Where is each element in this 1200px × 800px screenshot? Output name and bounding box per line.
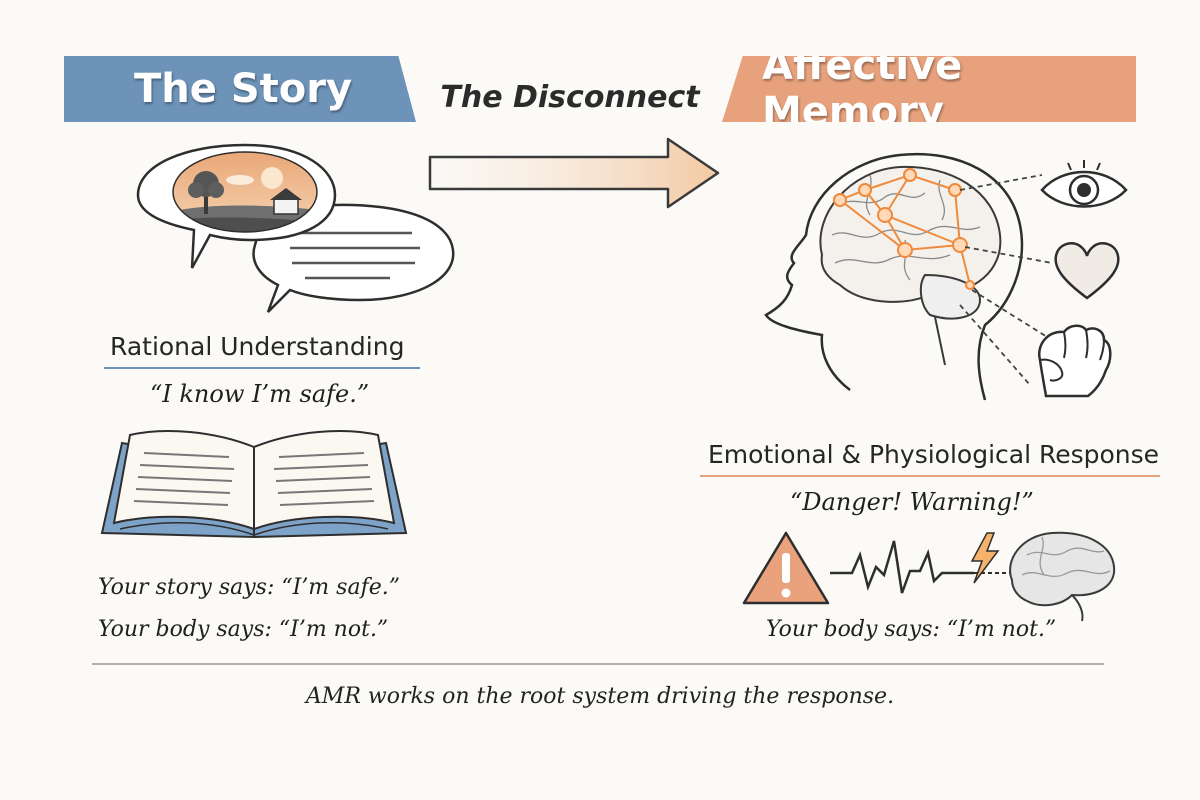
story-says-text: Your story says: “I’m safe.”: [98, 575, 400, 600]
right-body-says-text: Your body says: “I’m not.”: [766, 617, 1057, 642]
brain-head-icon: [764, 152, 1061, 401]
disconnect-label: The Disconnect: [440, 80, 700, 115]
story-banner: The Story: [64, 56, 416, 122]
danger-quote: “Danger! Warning!”: [790, 488, 1034, 516]
footer-divider: [92, 663, 1104, 665]
arrow-right-icon: [428, 137, 720, 209]
story-banner-label: The Story: [134, 66, 353, 112]
fist-icon: [1037, 324, 1112, 398]
open-book-icon: [100, 430, 408, 539]
left-body-says-text: Your body says: “I’m not.”: [98, 617, 389, 642]
eye-icon: [1040, 160, 1128, 208]
heart-icon: [1054, 242, 1120, 300]
rational-understanding-heading: Rational Understanding: [110, 332, 405, 361]
alarm-row: [742, 531, 1116, 622]
emotional-response-heading: Emotional & Physiological Response: [708, 440, 1160, 469]
speech-bubbles-icon: [136, 143, 455, 313]
brain-icon: [1009, 531, 1116, 622]
footer-caption: AMR works on the root system driving the…: [305, 684, 895, 709]
emotional-underline: [700, 475, 1160, 477]
lightning-icon: [970, 532, 1000, 584]
affective-memory-banner-label: Affective Memory: [762, 43, 963, 135]
rational-underline: [104, 367, 420, 369]
heartbeat-icon: [830, 540, 974, 594]
rational-quote: “I know I’m safe.”: [150, 380, 370, 408]
affective-memory-banner: Affective Memory: [722, 56, 1136, 122]
